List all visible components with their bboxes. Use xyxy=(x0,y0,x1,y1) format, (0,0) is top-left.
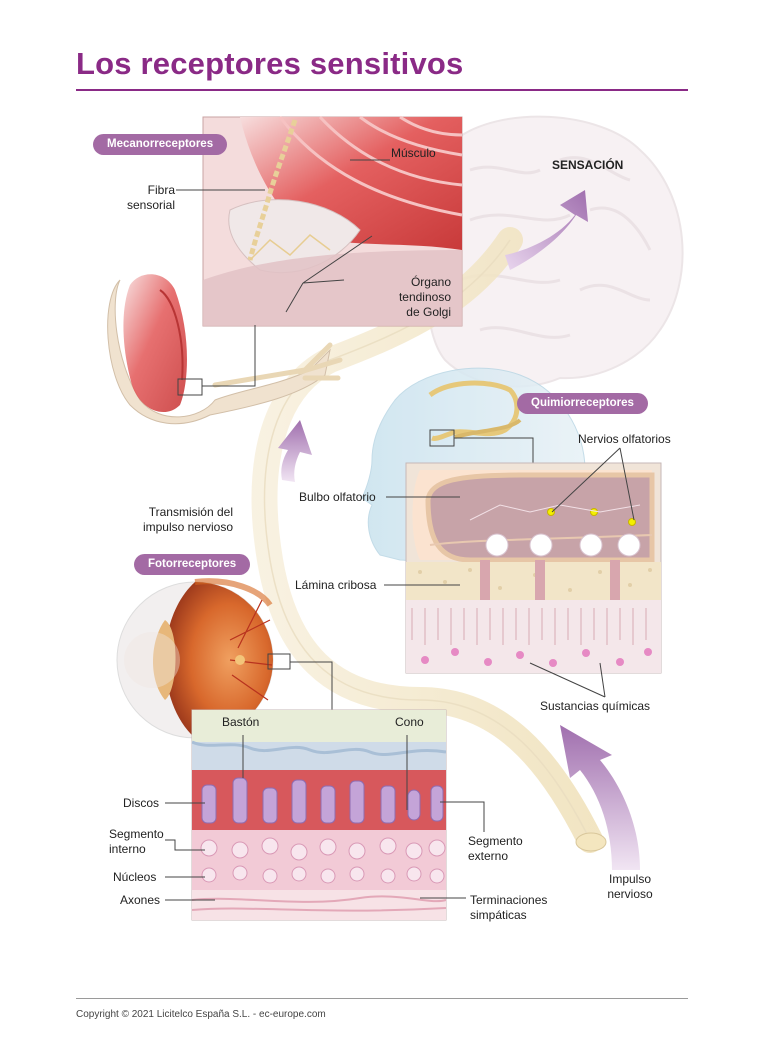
label-segmento-externo: Segmento externo xyxy=(468,834,523,863)
title-divider xyxy=(76,89,688,91)
label-nervios-olfatorios: Nervios olfatorios xyxy=(578,432,671,446)
arm-illustration xyxy=(107,274,343,425)
label-baston: Bastón xyxy=(222,715,260,729)
label-nucleos: Núcleos xyxy=(113,870,157,884)
badge-mecanorreceptores: Mecanorreceptores xyxy=(93,134,228,155)
transmission-arrow xyxy=(278,420,312,482)
olfactory-inset xyxy=(405,462,662,674)
label-organo-golgi: Órgano tendinoso de Golgi xyxy=(398,275,451,319)
label-transmision: Transmisión del impulso nervioso xyxy=(142,505,233,534)
sensation-arrow xyxy=(505,190,588,270)
label-sustancias-quimicas: Sustancias químicas xyxy=(540,699,651,713)
label-terminaciones-simpaticas: Terminaciones simpáticas xyxy=(470,893,548,922)
badge-quimiorreceptores: Quimiorreceptores xyxy=(517,393,648,414)
impulse-arrow xyxy=(560,725,640,870)
label-segmento-interno: Segmento interno xyxy=(109,827,164,856)
label-sensacion: SENSACIÓN xyxy=(552,158,624,172)
golgi-inset xyxy=(202,115,463,327)
eye-illustration xyxy=(116,578,333,739)
label-cono: Cono xyxy=(395,715,424,729)
label-impulso-nervioso: Impulso nervioso xyxy=(607,872,653,901)
label-bulbo-olfatorio: Bulbo olfatorio xyxy=(299,490,376,504)
label-fibra-sensorial: Fibra sensorial xyxy=(126,183,175,212)
label-axones: Axones xyxy=(120,893,161,907)
badge-fotorreceptores: Fotorreceptores xyxy=(134,554,251,575)
page-title: Los receptores sensitivos xyxy=(76,46,464,81)
retina-inset xyxy=(191,709,447,921)
label-musculo: Músculo xyxy=(391,146,436,160)
label-lamina-cribosa: Lámina cribosa xyxy=(295,578,377,592)
footer-divider xyxy=(76,998,688,999)
label-discos: Discos xyxy=(123,796,160,810)
copyright-text: Copyright © 2021 Licitelco España S.L. -… xyxy=(76,1009,326,1020)
